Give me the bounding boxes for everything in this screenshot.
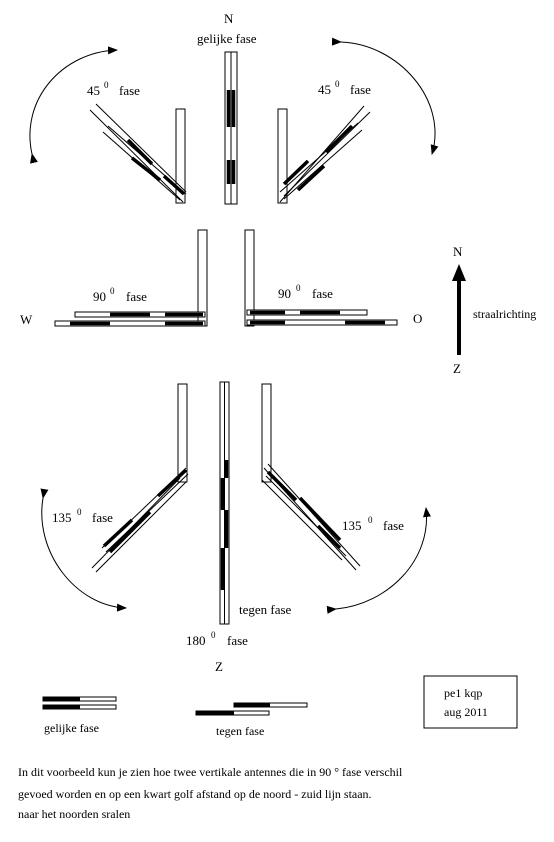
phase-180-value: 180 xyxy=(186,633,206,648)
degree-mark-180: 0 xyxy=(211,630,216,640)
phase-90-left-value: 90 xyxy=(93,289,106,304)
callsign-line2: aug 2011 xyxy=(444,705,488,719)
gelijke-fase-label: gelijke fase xyxy=(197,31,257,46)
antenna-pair-135-left xyxy=(91,383,189,573)
compass-east-label: O xyxy=(413,311,422,326)
phase-45-left-value: 45 xyxy=(87,83,100,98)
beam-direction-arrow xyxy=(452,264,466,355)
phase-90-right-value: 90 xyxy=(278,286,291,301)
antenna-pair-45-right xyxy=(277,105,371,204)
phase-135-left-fase: fase xyxy=(92,510,113,525)
compass-north-label: N xyxy=(224,11,234,26)
phase-135-left-value: 135 xyxy=(52,510,72,525)
phase-90-right-fase: fase xyxy=(312,286,333,301)
phase-90-left-fase: fase xyxy=(126,289,147,304)
direction-north-label: N xyxy=(453,244,463,259)
legend-opposite-phase-label: tegen fase xyxy=(216,724,264,738)
phase-45-right-value: 45 xyxy=(318,82,331,97)
rotation-arrow-top-left xyxy=(29,46,118,164)
callsign-box xyxy=(423,675,518,729)
rotation-arrow-top-right xyxy=(331,37,439,155)
description-line-3: naar het noorden sralen xyxy=(18,807,131,821)
degree-mark-90-right: 0 xyxy=(296,283,301,293)
antenna-pair-opposite-phase xyxy=(219,381,230,625)
degree-mark-45-right: 0 xyxy=(335,79,340,89)
phase-135-right-fase: fase xyxy=(383,518,404,533)
degree-mark-135-left: 0 xyxy=(77,507,82,517)
rotation-arrow-bottom-right xyxy=(326,507,431,614)
antenna-pair-90-right xyxy=(244,229,398,327)
legend-opposite-phase-symbol xyxy=(195,702,308,716)
phase-45-right-fase: fase xyxy=(350,82,371,97)
phase-45-left-fase: fase xyxy=(119,83,140,98)
antenna-pair-135-right xyxy=(261,383,361,571)
phase-135-right-value: 135 xyxy=(342,518,362,533)
legend-in-phase-label: gelijke fase xyxy=(44,721,99,735)
opposite-phase-label: tegen fase xyxy=(239,602,292,617)
antenna-pair-in-phase xyxy=(224,51,238,205)
degree-mark-90-left: 0 xyxy=(110,286,115,296)
degree-mark-135-right: 0 xyxy=(368,515,373,525)
rotation-arrow-bottom-left xyxy=(40,488,127,612)
compass-west-label: W xyxy=(20,312,33,327)
antenna-pair-45-left xyxy=(89,103,187,204)
legend-in-phase-symbol xyxy=(42,696,117,710)
beam-direction-label: straalrichting xyxy=(473,307,536,321)
antenna-pair-90-left xyxy=(54,229,208,327)
callsign-line1: pe1 kqp xyxy=(444,686,482,700)
description-line-1: In dit voorbeeld kun je zien hoe twee ve… xyxy=(18,765,403,779)
phase-180-fase: fase xyxy=(227,633,248,648)
compass-south-label: Z xyxy=(215,659,223,674)
degree-mark-45-left: 0 xyxy=(104,80,109,90)
description-line-2: gevoed worden en op een kwart golf afsta… xyxy=(18,787,372,801)
direction-south-label: Z xyxy=(453,361,461,376)
